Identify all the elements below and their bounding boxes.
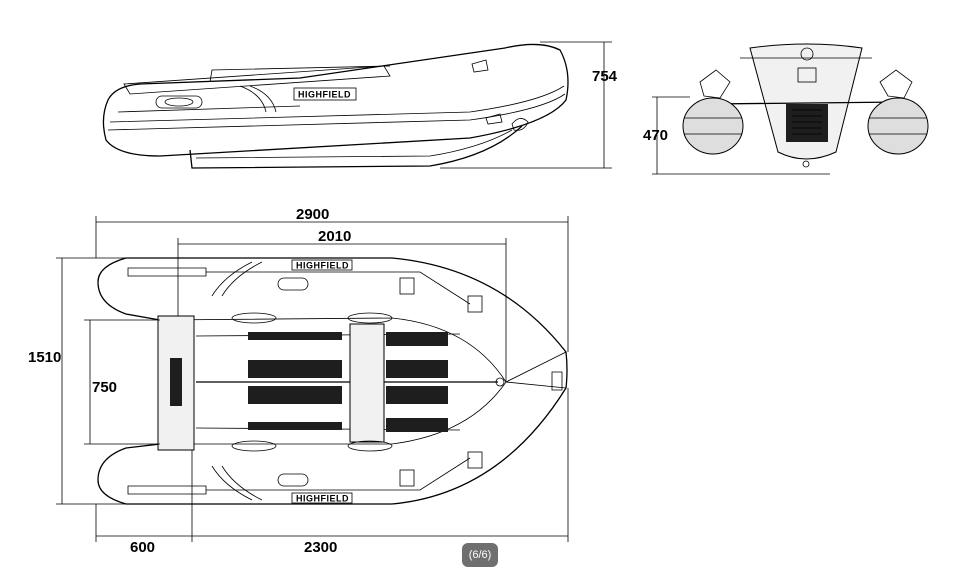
rear-view-height-label: 470 bbox=[643, 127, 668, 144]
rear-view-right-tube bbox=[867, 97, 929, 155]
rear-view: 470 bbox=[643, 43, 929, 175]
overall-length-label: 2900 bbox=[296, 206, 329, 223]
inner-width-label: 750 bbox=[92, 379, 117, 396]
top-view-floor-strip bbox=[248, 386, 342, 404]
top-view-brand-text-top: HIGHFIELD bbox=[296, 261, 349, 271]
hull-section-label: 2300 bbox=[304, 539, 337, 556]
image-counter-badge[interactable]: (6/6) bbox=[462, 543, 498, 567]
top-view-floor-strip bbox=[386, 360, 448, 378]
side-view-height-label: 754 bbox=[592, 68, 618, 85]
top-view-floor-strip bbox=[248, 422, 342, 430]
side-view-brand-plate bbox=[293, 87, 357, 101]
top-view-brand-plate-top bbox=[291, 259, 353, 271]
side-view: HIGHFIELD 754 bbox=[102, 41, 618, 169]
rear-view-left-tube bbox=[682, 97, 744, 155]
top-view-oar bbox=[127, 457, 471, 495]
top-view: HIGHFIELD HIGHFIELD 2900 2010 1510 750 6… bbox=[28, 206, 569, 556]
top-view-floor-strip bbox=[248, 360, 342, 378]
side-view-handle bbox=[155, 95, 203, 109]
top-view-floor-strip bbox=[386, 418, 448, 432]
top-view-outline bbox=[97, 257, 568, 505]
top-view-seat bbox=[349, 323, 385, 443]
top-view-brand-plate-bottom bbox=[291, 492, 353, 504]
rear-view-bracket bbox=[797, 67, 817, 83]
top-view-motor-mount bbox=[170, 358, 182, 406]
top-view-floor-strip bbox=[386, 386, 448, 404]
top-view-oar bbox=[127, 267, 471, 305]
top-view-floor-strip bbox=[248, 332, 342, 340]
inner-length-label: 2010 bbox=[318, 228, 351, 245]
side-view-tube bbox=[102, 43, 569, 157]
image-counter-text: (6/6) bbox=[468, 549, 492, 561]
rear-view-transom bbox=[749, 43, 863, 160]
top-view-brand-text-bottom: HIGHFIELD bbox=[296, 494, 349, 504]
top-view-floor-strip bbox=[386, 332, 448, 346]
overall-width-label: 1510 bbox=[28, 349, 61, 366]
stern-section-label: 600 bbox=[130, 539, 155, 556]
side-view-brand-text: HIGHFIELD bbox=[298, 90, 351, 100]
side-view-hull bbox=[189, 125, 523, 169]
